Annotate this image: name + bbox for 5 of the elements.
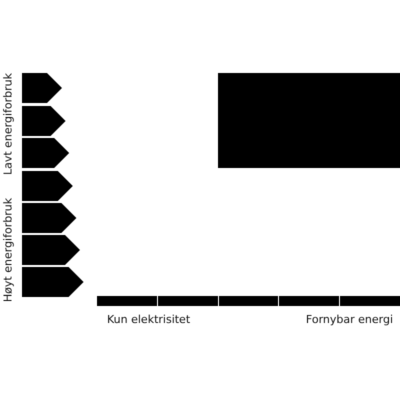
scale-label: Fornybar energi — [306, 313, 393, 326]
axis-label: Lavt energiforbruk — [2, 72, 14, 176]
axis-label: Høyt energiforbruk — [2, 198, 14, 302]
scale-label: Kun elektrisitet — [107, 313, 190, 326]
filled-rectangle — [218, 73, 400, 168]
